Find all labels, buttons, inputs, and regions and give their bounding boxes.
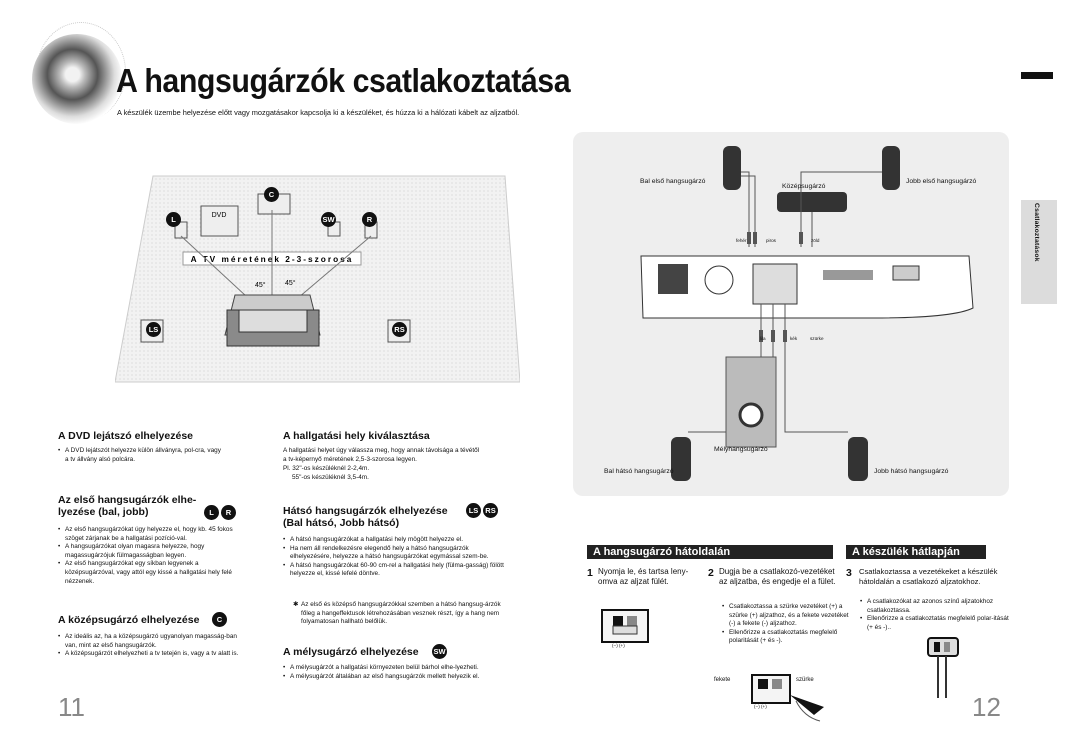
label-front-left: Bal első hangsugárzó: [640, 178, 706, 185]
intro-text: A készülék üzembe helyezése előtt vagy m…: [117, 108, 520, 117]
step-2-bullets: Csatlakoztassa a szürke vezetéket (+) a …: [722, 603, 850, 646]
label-rear-right: Jobb hátsó hangsugárzó: [874, 468, 949, 475]
list-item: Az első hangsugárzókat egy síkban legyen…: [58, 560, 238, 586]
badge-left: L: [166, 212, 181, 227]
step-1-text: Nyomja le, és tartsa leny-omva az aljzat…: [598, 567, 689, 586]
wire-white: fehér: [736, 238, 747, 243]
wire-purple: lila: [760, 336, 766, 341]
step-2-text: Dugja be a csatlakozó-vezetéket az aljza…: [719, 567, 836, 586]
rear-bullets: A hátsó hangsugárzókat a hallgatási hely…: [283, 536, 508, 579]
wire-green: zöld: [811, 238, 820, 243]
list-item: A DVD lejátszót helyezze külön állványra…: [58, 447, 223, 464]
page-number-right: 12: [972, 692, 1001, 722]
page-title: A hangsugárzók csatlakoztatása: [116, 62, 571, 99]
label-subwoofer: Mélyhangsugárzó: [714, 446, 768, 453]
terminal-insert-image: [751, 674, 824, 722]
rear-note: ✱ Az első és középső hangsugárzókkal sze…: [293, 601, 501, 626]
step-3-bullets: A csatlakozókat az azonos színű aljzatok…: [860, 598, 1015, 632]
badge-sub: SW: [432, 644, 447, 659]
badge-left-surround: LS: [146, 322, 161, 337]
list-item: A csatlakozókat az azonos színű aljzatok…: [860, 598, 1015, 615]
list-item: Az ideális az, ha a középsugárzó ugyanol…: [58, 633, 248, 650]
list-item: A hátsó hangsugárzókat 60-90 cm-rel a ha…: [283, 562, 508, 579]
list-item: Ha nem áll rendelkezésre elegendő hely a…: [283, 545, 508, 562]
listen-example-1: Pl. 32"-os készüléknél 2-2,4m.: [283, 465, 370, 472]
rear-heading-2: (Bal hátsó, Jobb hátsó): [283, 517, 400, 529]
side-tab: [1021, 200, 1057, 304]
step-1-number: 1: [587, 567, 593, 579]
list-item: Az első hangsugárzókat úgy helyezze el, …: [58, 526, 238, 543]
speaker-placement-diagram: DVD A TV méretének 2-3-szorosa 45° 45°: [115, 175, 520, 383]
listen-text: A hallgatási helyet úgy válassza meg, ho…: [283, 447, 480, 463]
badge-subwoofer: SW: [321, 212, 336, 227]
sub-heading: A mélysugárzó elhelyezése: [283, 646, 419, 658]
list-item: Csatlakoztassa a szürke vezetéket (+) a …: [722, 603, 850, 629]
rear-heading-1: Hátsó hangsugárzók elhelyezése: [283, 505, 448, 517]
badge-right: R: [362, 212, 377, 227]
sub-bullets: A mélysugárzót a hallgatási környezeten …: [283, 664, 493, 681]
badge-center: C: [264, 187, 279, 202]
page-number-left: 11: [58, 692, 85, 722]
listen-example-2: 55"-os készüléknél 3,5-4m.: [292, 474, 369, 481]
label-front-right: Jobb első hangsugárzó: [906, 178, 977, 185]
dvd-label: DVD: [212, 212, 227, 219]
badge-right-surround: RS: [392, 322, 407, 337]
list-item: Ellenőrizze a csatlakoztatás megfelelő p…: [860, 615, 1015, 632]
speaker-disc-image: [32, 34, 122, 124]
connection-diagram: [640, 146, 974, 481]
angle-left: 45°: [255, 281, 266, 289]
list-item: A mélysugárzót a hallgatási környezeten …: [283, 664, 493, 673]
list-item: A középsugárzót elhelyezheti a tv tetejé…: [58, 650, 248, 659]
wire-red: piros: [766, 238, 776, 243]
label-grey: szürke: [796, 677, 814, 683]
badge-front-r: R: [221, 505, 236, 520]
list-item: Ellenőrizze a csatlakoztatás megfelelő p…: [722, 629, 850, 646]
header-bar-mark: [1021, 72, 1053, 79]
badge-front-l: L: [204, 505, 219, 520]
dvd-heading: A DVD lejátszó elhelyezése: [58, 430, 194, 442]
step-2-number: 2: [708, 567, 714, 579]
speaker-terminal-image: [601, 609, 649, 643]
list-item: A hangsugárzókat olyan magasra helyezze,…: [58, 543, 238, 560]
wire-blue: kék: [790, 336, 798, 341]
label-black: fekete: [714, 677, 731, 683]
front-bullets: Az első hangsugárzókat úgy helyezze el, …: [58, 526, 238, 586]
section-bar-unit-back: A készülék hátlapján: [846, 545, 986, 559]
badge-center-heading: C: [212, 612, 227, 627]
listen-heading: A hallgatási hely kiválasztása: [283, 430, 430, 442]
dvd-bullets: A DVD lejátszót helyezze külön állványra…: [58, 447, 223, 464]
cable-plug-image: [927, 637, 959, 698]
wire-grey: szürke: [810, 336, 824, 341]
front-heading: Az első hangsugárzók elhe-lyezése (bal, …: [58, 494, 197, 518]
center-heading: A középsugárzó elhelyezése: [58, 614, 200, 626]
tv-size-label: A TV méretének 2-3-szorosa: [191, 254, 354, 264]
polarity-label-1: (−) (+): [612, 643, 625, 648]
angle-right: 45°: [285, 279, 296, 287]
label-rear-left: Bal hátsó hangsugárzó: [604, 468, 674, 475]
polarity-label-2: (−) (+): [754, 704, 767, 709]
step-3-number: 3: [846, 567, 852, 579]
list-item: A hátsó hangsugárzókat a hallgatási hely…: [283, 536, 508, 545]
badge-rear-ls: LS: [466, 503, 481, 518]
side-tab-label: Csatlakoztatások: [1033, 203, 1040, 262]
step-3-text: Csatlakoztassa a vezetékeket a készülék …: [859, 567, 998, 586]
note-star-icon: ✱: [293, 601, 299, 608]
badge-rear-rs: RS: [483, 503, 498, 518]
center-bullets: Az ideális az, ha a középsugárzó ugyanol…: [58, 633, 248, 659]
section-bar-speaker-back: A hangsugárzó hátoldalán: [587, 545, 833, 559]
list-item: A mélysugárzót általában az első hangsug…: [283, 673, 493, 682]
label-center: Középsugárzó: [782, 183, 826, 190]
